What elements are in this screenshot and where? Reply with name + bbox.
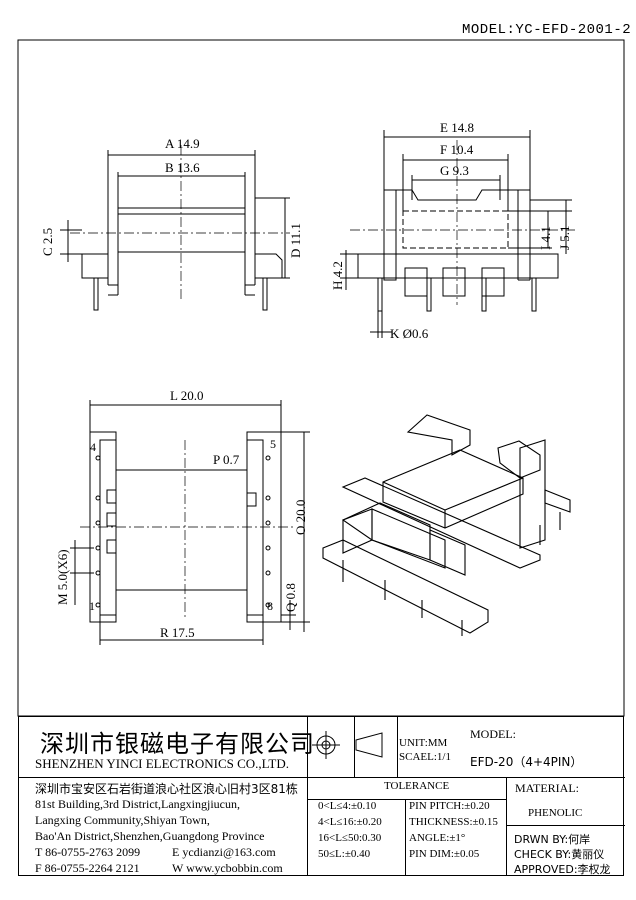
material-value: PHENOLIC	[528, 807, 583, 819]
dim-e: E 14.8	[440, 120, 474, 135]
isometric-view	[322, 414, 571, 636]
dim-i: I 4.1	[538, 226, 553, 250]
dim-c: C 2.5	[40, 227, 55, 256]
spec-row-4: PIN DIM:±0.05	[409, 848, 480, 860]
top-centerlines	[80, 440, 295, 620]
tol-row-1: 0<L≤4:±0.10	[318, 800, 377, 812]
company-address-1: 81st Building,3rd District,Langxingjiucu…	[35, 797, 240, 811]
side-view	[340, 130, 572, 338]
company-fax: F 86-0755-2264 2121	[35, 861, 140, 875]
tolerance-title: TOLERANCE	[384, 780, 450, 792]
pin-label-5: 5	[270, 437, 276, 451]
dim-b: B 13.6	[165, 160, 200, 175]
model-value: EFD-20（4+4PIN）	[470, 755, 583, 769]
dim-o: O 20.0	[293, 499, 308, 535]
dim-f: F 10.4	[440, 142, 474, 157]
material-label: MATERIAL:	[515, 781, 579, 795]
scale-label: SCAEL:1/1	[399, 751, 451, 763]
dim-p: P 0.7	[213, 452, 240, 467]
model-label: MODEL:	[470, 727, 516, 741]
dim-m: M 5.0(X6)	[55, 549, 70, 605]
company-address-cn: 深圳市宝安区石岩街道浪心社区浪心旧村3区81栋	[35, 782, 298, 796]
tol-row-3: 16<L≤50:0.30	[318, 832, 382, 844]
dim-h: H 4.2	[330, 261, 345, 290]
dim-d: D 11.1	[288, 223, 303, 258]
dim-g: G 9.3	[440, 163, 469, 178]
tol-row-2: 4<L≤16:±0.20	[318, 816, 382, 828]
pin-label-4: 4	[90, 440, 96, 454]
dim-l: L 20.0	[170, 388, 204, 403]
pin-label-1: 1	[89, 599, 95, 613]
checked-by: CHECK BY:黄丽仪	[514, 848, 605, 861]
title-block	[18, 716, 625, 876]
company-name-cn: 深圳市银磁电子有限公司	[40, 730, 315, 758]
company-tel: T 86-0755-2763 2099	[35, 845, 141, 859]
company-web: W www.ycbobbin.com	[172, 861, 283, 875]
unit-label: UNIT:MM	[399, 737, 448, 749]
company-email: E ycdianzi@163.com	[172, 845, 276, 859]
model-header: MODEL:YC-EFD-2001-2	[462, 22, 632, 38]
dim-q: Q 0.8	[283, 583, 298, 612]
company-address-2: Langxing Community,Shiyan Town,	[35, 813, 210, 827]
dim-a: A 14.9	[165, 136, 200, 151]
front-centerlines	[70, 145, 290, 300]
spec-row-1: PIN PITCH:±0.20	[409, 800, 490, 812]
pin-label-8: 8	[267, 599, 273, 613]
side-centerlines	[350, 140, 575, 305]
drawn-by: DRWN BY:何岸	[514, 833, 591, 846]
tol-row-4: 50≤L:±0.40	[318, 848, 371, 860]
approved-by: APPROVED:李权龙	[514, 863, 611, 876]
spec-row-2: THICKNESS:±0.15	[409, 816, 498, 828]
dim-j: J 5.1	[557, 225, 572, 250]
spec-row-3: ANGLE:±1°	[409, 832, 466, 844]
dim-r: R 17.5	[160, 625, 195, 640]
company-address-3: Bao'An District,Shenzhen,Guangdong Provi…	[35, 829, 265, 843]
company-name-en: SHENZHEN YINCI ELECTRONICS CO.,LTD.	[35, 756, 289, 771]
front-view	[60, 150, 290, 311]
dim-k: K Ø0.6	[390, 326, 429, 341]
